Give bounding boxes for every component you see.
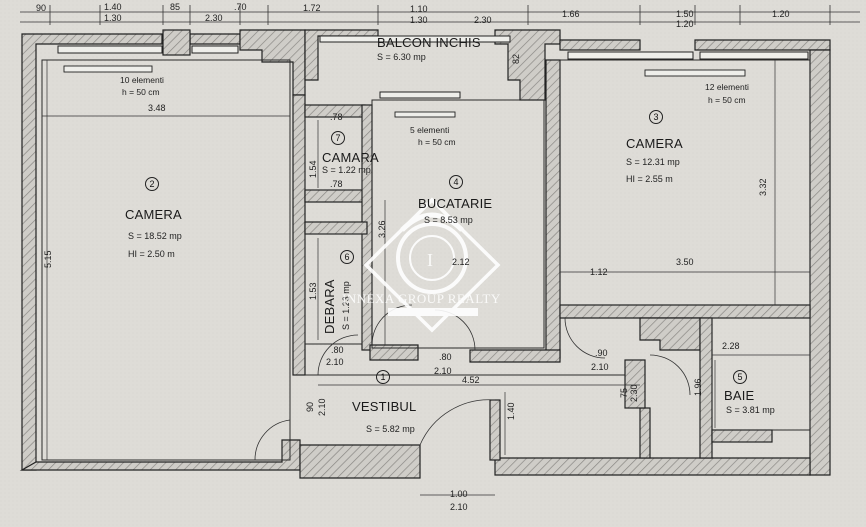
dim-top-8: 1.30 (410, 15, 428, 25)
dim-top-9: 2.30 (474, 15, 492, 25)
dim-top-12: 1.20 (676, 19, 694, 29)
watermark-logo-letter: I (427, 250, 434, 270)
dim-entry-b: 2.10 (450, 502, 468, 512)
radiator-right-elements: 12 elementi (705, 82, 749, 92)
windows (57, 35, 809, 99)
dim-door-80-b: .80 (439, 352, 452, 362)
dim-camara-w2: .78 (330, 179, 343, 189)
dim-top-5: .70 (234, 2, 247, 12)
dim-kitchen-w: 2.12 (452, 257, 470, 267)
room-camara-number: 7 (331, 131, 345, 145)
radiator-left-height: h = 50 cm (122, 87, 160, 97)
dim-baie-door-a: 75 (619, 387, 629, 398)
dim-top-3: 85 (170, 2, 181, 12)
dim-right-h: 3.32 (758, 178, 768, 196)
room-balcon-name: BALCON INCHIS (377, 35, 481, 50)
dim-top-7: 1.10 (410, 4, 428, 14)
dim-top-11: 1.50 (676, 9, 694, 19)
inner-dimension-lines (42, 60, 810, 496)
room-camera-left-number: 2 (145, 177, 159, 191)
dim-baie-door-b: 2.30 (629, 384, 639, 402)
radiators (63, 65, 746, 118)
room-camera-right-number: 3 (649, 110, 663, 124)
dim-vest-left-a: 90 (305, 401, 315, 412)
dim-right-w2: 3.50 (676, 257, 694, 267)
room-camara-area: S = 1.22 mp (322, 165, 371, 175)
room-bucatarie-area: S = 8.53 mp (424, 215, 473, 225)
radiator-kitchen-elements: 5 elementi (410, 125, 450, 135)
dim-door-80-a: .80 (331, 345, 344, 355)
dim-right-stub: 82 (511, 53, 521, 64)
room-bucatarie-number: 4 (449, 175, 463, 189)
dim-top-2: 1.30 (104, 13, 122, 23)
room-baie-name: BAIE (724, 388, 755, 403)
room-camera-right-name: CAMERA (626, 136, 683, 151)
room-baie-number: 5 (733, 370, 747, 384)
room-balcon-area: S = 6.30 mp (377, 52, 426, 62)
room-camara-name: CAMARA (322, 150, 379, 165)
room-debara-name: DEBARA (322, 279, 337, 334)
room-vestibul-name: VESTIBUL (352, 399, 417, 414)
dim-top-4: 2.30 (205, 13, 223, 23)
radiator-right-height: h = 50 cm (708, 95, 746, 105)
dim-left-height: 5.15 (43, 250, 53, 268)
room-vestibul-number: 1 (376, 370, 390, 384)
dim-door-210-b: 2.10 (434, 366, 452, 376)
room-debara-number: 6 (340, 250, 354, 264)
dim-kitchen-h: 3.26 (377, 220, 387, 238)
dim-door-210-a: 2.10 (326, 357, 344, 367)
room-camera-right-area: S = 12.31 mp (626, 157, 680, 167)
dim-door-90: .90 (595, 348, 608, 358)
radiator-kitchen-height: h = 50 cm (418, 137, 456, 147)
dim-baie-w: 2.28 (722, 341, 740, 351)
room-camera-left-height: HI = 2.50 m (128, 249, 175, 259)
room-vestibul-area: S = 5.82 mp (366, 424, 415, 434)
dim-camara-h: 1.54 (308, 160, 318, 178)
dim-left-width: 3.48 (148, 103, 166, 113)
dim-vest-h: 1.40 (506, 402, 516, 420)
dim-top-10: 1.66 (562, 9, 580, 19)
room-camera-left-area: S = 18.52 mp (128, 231, 182, 241)
radiator-left-elements: 10 elementi (120, 75, 164, 85)
dim-right-w1: 1.12 (590, 267, 608, 277)
dim-baie-h: 1.96 (693, 378, 703, 396)
watermark-brand-text: INNEXA GROUP REALTY (342, 291, 501, 306)
dim-top-0: 90 (36, 3, 47, 13)
dim-top-13: 1.20 (772, 9, 790, 19)
dim-debara-h: 1.53 (308, 282, 318, 300)
dim-entry-a: 1.00 (450, 489, 468, 499)
top-dimension-line (20, 5, 860, 25)
dim-top-6: 1.72 (303, 3, 321, 13)
dim-door-210-c: 2.10 (591, 362, 609, 372)
dim-camara-w1: .78 (330, 112, 343, 122)
dim-vest-left-b: 2.10 (317, 398, 327, 416)
room-camera-right-height: HI = 2.55 m (626, 174, 673, 184)
dim-vest-w: 4.52 (462, 375, 480, 385)
room-baie-area: S = 3.81 mp (726, 405, 775, 415)
dim-top-1: 1.40 (104, 2, 122, 12)
watermark-logo (363, 197, 501, 333)
room-camera-left-name: CAMERA (125, 207, 182, 222)
exterior-walls (19, 29, 831, 479)
room-bucatarie-name: BUCATARIE (418, 196, 493, 211)
room-outlines (41, 59, 811, 461)
